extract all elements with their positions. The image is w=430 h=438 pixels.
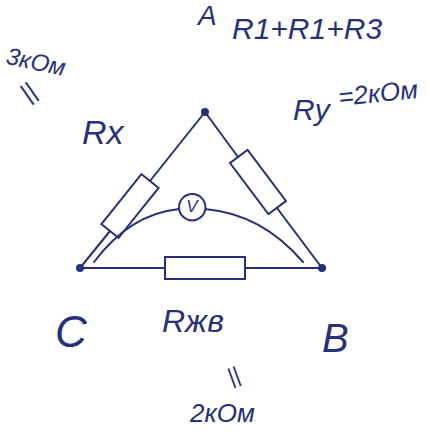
resistor-label: Rжв [162, 305, 224, 337]
formula-note: R1+R1+R3 [232, 14, 382, 44]
wire [205, 112, 238, 157]
point-label: A [198, 2, 217, 30]
junction-dot [201, 108, 209, 116]
voltmeter-wire [205, 209, 303, 262]
point-label: C [55, 310, 87, 354]
value-note: 3кОм [4, 44, 67, 80]
meter-circle [179, 194, 205, 220]
resistor-label: Ry [293, 95, 330, 125]
junction-dot [76, 264, 84, 272]
voltmeter-wire [94, 209, 179, 262]
value-note: 2кОм [190, 400, 255, 426]
resistor-symbol [230, 150, 286, 214]
equals-mark: || [225, 364, 243, 389]
value-note: =2кОм [337, 76, 419, 110]
wire [245, 267, 322, 269]
resistor-label: Rx [82, 115, 124, 149]
resistor-symbol [165, 257, 245, 279]
meter-letter: V [186, 198, 197, 215]
wire [150, 112, 205, 181]
junction-dot [318, 264, 326, 272]
voltmeter-symbol: V [177, 192, 207, 222]
wire [80, 267, 165, 269]
equals-mark: || [16, 79, 40, 106]
resistor-symbol [101, 174, 158, 238]
point-label: B [322, 318, 349, 358]
